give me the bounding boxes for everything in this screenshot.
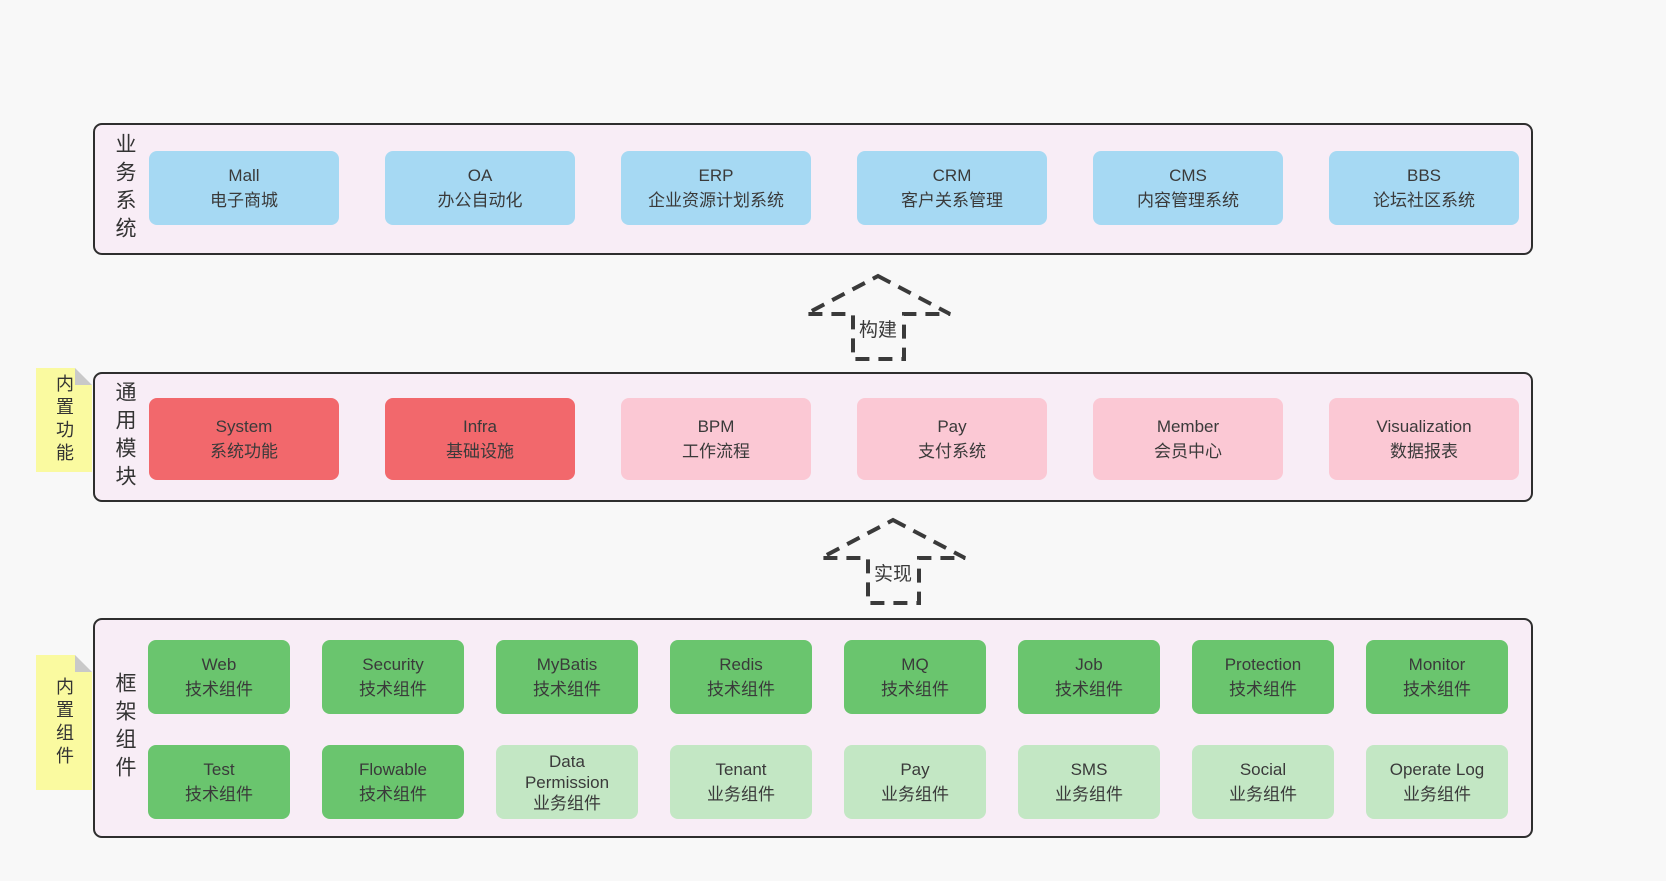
common-modules-layer: 通用模块 System 系统功能 Infra 基础设施 BPM 工作流程 Pay… <box>93 372 1533 502</box>
builtin-features-note-text: 内置功能 <box>54 374 74 466</box>
box-pay: Pay 支付系统 <box>857 398 1047 480</box>
box-job: Job 技术组件 <box>1018 640 1160 714</box>
box-protection: Protection 技术组件 <box>1192 640 1334 714</box>
box-sms: SMS 业务组件 <box>1018 745 1160 819</box>
builtin-components-note-text: 内置组件 <box>54 676 74 769</box>
box-social: Social 业务组件 <box>1192 745 1334 819</box>
box-visualization: Visualization 数据报表 <box>1329 398 1519 480</box>
box-test: Test 技术组件 <box>148 745 290 819</box>
box-monitor: Monitor 技术组件 <box>1366 640 1508 714</box>
builtin-components-note: 内置组件 <box>36 655 92 790</box>
box-cms: CMS 内容管理系统 <box>1093 151 1283 225</box>
layer-label-text: 通用模块 <box>113 381 136 493</box>
box-operate-log: Operate Log 业务组件 <box>1366 745 1508 819</box>
implement-arrow-label: 实现 <box>869 558 917 587</box>
layer-label-text: 框架组件 <box>113 672 136 784</box>
layer-label: 框架组件 <box>107 620 141 836</box>
up-block-arrow-icon <box>805 273 951 361</box>
box-erp: ERP 企业资源计划系统 <box>621 151 811 225</box>
up-block-arrow-icon <box>820 517 966 605</box>
box-mall: Mall 电子商城 <box>149 151 339 225</box>
box-bbs: BBS 论坛社区系统 <box>1329 151 1519 225</box>
box-oa: OA 办公自动化 <box>385 151 575 225</box>
layer-label: 通用模块 <box>107 374 141 500</box>
box-data-permission: Data Permission 业务组件 <box>496 745 638 819</box>
box-flowable: Flowable 技术组件 <box>322 745 464 819</box>
layer-label: 业务系统 <box>107 125 141 253</box>
modules-box-row: System 系统功能 Infra 基础设施 BPM 工作流程 Pay 支付系统… <box>149 398 1519 480</box>
builtin-features-note: 内置功能 <box>36 368 92 472</box>
box-tenant: Tenant 业务组件 <box>670 745 812 819</box>
build-arrow: 构建 <box>800 270 960 365</box>
box-redis: Redis 技术组件 <box>670 640 812 714</box>
box-security: Security 技术组件 <box>322 640 464 714</box>
box-bpm: BPM 工作流程 <box>621 398 811 480</box>
box-mq: MQ 技术组件 <box>844 640 986 714</box>
business-box-row: Mall 电子商城 OA 办公自动化 ERP 企业资源计划系统 CRM 客户关系… <box>149 151 1519 225</box>
box-system: System 系统功能 <box>149 398 339 480</box>
components-row-1: Web 技术组件 Security 技术组件 MyBatis 技术组件 Redi… <box>148 640 1508 714</box>
box-infra: Infra 基础设施 <box>385 398 575 480</box>
layer-label-text: 业务系统 <box>113 133 136 245</box>
components-row-2: Test 技术组件 Flowable 技术组件 Data Permission … <box>148 745 1508 819</box>
box-web: Web 技术组件 <box>148 640 290 714</box>
box-mybatis: MyBatis 技术组件 <box>496 640 638 714</box>
framework-components-layer: 框架组件 Web 技术组件 Security 技术组件 MyBatis 技术组件… <box>93 618 1533 838</box>
box-member: Member 会员中心 <box>1093 398 1283 480</box>
box-pay-biz: Pay 业务组件 <box>844 745 986 819</box>
box-crm: CRM 客户关系管理 <box>857 151 1047 225</box>
build-arrow-label: 构建 <box>854 314 902 343</box>
business-systems-layer: 业务系统 Mall 电子商城 OA 办公自动化 ERP 企业资源计划系统 CRM… <box>93 123 1533 255</box>
implement-arrow: 实现 <box>815 514 975 609</box>
